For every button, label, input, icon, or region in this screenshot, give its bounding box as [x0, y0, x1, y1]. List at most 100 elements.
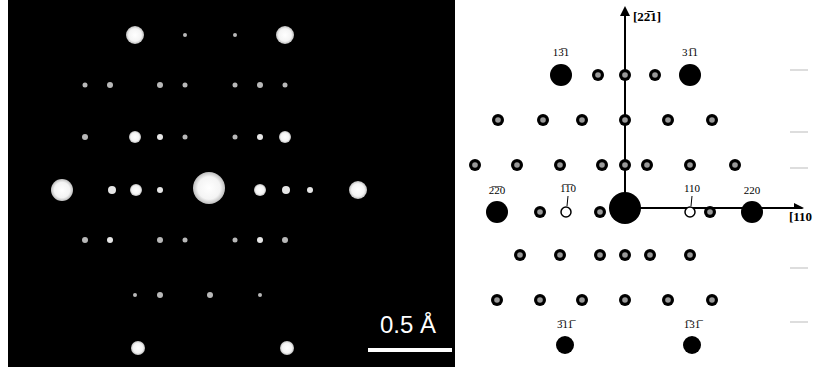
diffraction-spot	[279, 131, 291, 143]
diffraction-spot	[82, 134, 88, 140]
superlattice-spot	[706, 294, 718, 306]
spot-index: 220	[743, 184, 762, 197]
superlattice-spot	[554, 249, 566, 261]
superlattice-spot	[594, 206, 606, 218]
diffraction-spot	[193, 172, 225, 204]
diffraction-spot	[283, 83, 288, 88]
diffraction-spot	[131, 341, 145, 355]
leader-line	[567, 196, 568, 206]
superlattice-spot	[706, 114, 718, 126]
diffraction-spot	[183, 83, 188, 88]
superlattice-spot	[704, 206, 716, 218]
spot-index: 2̅2̅0	[488, 184, 507, 197]
diffraction-spot	[83, 83, 88, 88]
superlattice-spot-core	[494, 297, 500, 303]
superlattice-spot-core	[665, 297, 671, 303]
axis-arrow	[624, 8, 626, 208]
fundamental-spot	[556, 336, 574, 354]
superlattice-spot-core	[599, 162, 605, 168]
diffraction-spot	[233, 83, 238, 88]
diffraction-spot	[207, 292, 213, 298]
superlattice-spot-core	[514, 162, 520, 168]
superlattice-spot-core	[595, 72, 601, 78]
diffraction-spot	[257, 237, 263, 243]
superlattice-spot	[619, 249, 631, 261]
axis-label: [110	[788, 209, 813, 224]
spot-index: 13̅1	[552, 46, 571, 59]
superlattice-spot-core	[622, 252, 628, 258]
spot-index: 3̅11̅	[556, 318, 574, 331]
superlattice-spot	[649, 69, 661, 81]
superlattice-spot	[619, 69, 631, 81]
superlattice-spot	[469, 159, 481, 171]
diffraction-spot	[183, 238, 188, 243]
fundamental-spot	[679, 64, 701, 86]
superlattice-spot-core	[709, 117, 715, 123]
scheme-spots	[469, 64, 763, 354]
fundamental-spot	[741, 201, 763, 223]
superlattice-spot	[619, 159, 631, 171]
diffraction-spot	[349, 181, 367, 199]
diffraction-spot	[126, 26, 144, 44]
diffraction-spot	[258, 293, 262, 297]
fundamental-spot	[486, 201, 508, 223]
diffraction-spot	[51, 179, 73, 201]
superlattice-spot	[537, 114, 549, 126]
diffraction-spot	[157, 82, 163, 88]
superlattice-spot-core	[647, 252, 653, 258]
diffraction-spot	[129, 131, 141, 143]
superlattice-spot-core	[622, 162, 628, 168]
superlattice-spot	[662, 294, 674, 306]
superlattice-spot	[514, 249, 526, 261]
fundamental-spot	[550, 64, 572, 86]
diffraction-spot	[282, 237, 288, 243]
superlattice-spot-core	[557, 162, 563, 168]
superlattice-spot-core	[732, 162, 738, 168]
superlattice-spot	[662, 114, 674, 126]
superlattice-spot-core	[579, 297, 585, 303]
diffraction-spot	[82, 237, 88, 243]
diffraction-spot	[157, 134, 163, 140]
diffraction-spot	[107, 237, 113, 243]
scale-bar	[368, 348, 452, 352]
diffraction-spot	[280, 341, 294, 355]
photo-ground	[8, 0, 455, 367]
superlattice-spot-core	[709, 297, 715, 303]
superlattice-spot	[554, 159, 566, 171]
superlattice-spot-core	[579, 117, 585, 123]
scale-label: 0.5 Å	[380, 313, 436, 337]
diffraction-spot	[157, 187, 163, 193]
superlattice-spot	[594, 249, 606, 261]
superlattice-spot	[644, 249, 656, 261]
spot-index: 1̅31̅	[683, 318, 702, 331]
spot-index: 110	[683, 182, 701, 195]
superlattice-spot-core	[644, 162, 650, 168]
superlattice-spot-core	[707, 209, 713, 215]
forbidden-spot	[561, 207, 571, 217]
fundamental-spot	[609, 192, 641, 224]
superlattice-spot-core	[652, 72, 658, 78]
superlattice-spot	[592, 69, 604, 81]
diffraction-spot	[108, 186, 116, 194]
superlattice-spot	[491, 294, 503, 306]
superlattice-spot-core	[622, 117, 628, 123]
spot-index: 1̅1̅0	[559, 182, 577, 195]
edge-ticks	[790, 70, 808, 322]
superlattice-spot	[492, 114, 504, 126]
superlattice-spot	[534, 294, 546, 306]
superlattice-spot	[729, 159, 741, 171]
diffraction-spot	[133, 293, 137, 297]
superlattice-spot	[511, 159, 523, 171]
superlattice-spot	[684, 249, 696, 261]
diffraction-spot	[307, 187, 313, 193]
diffraction-spot	[130, 184, 142, 196]
superlattice-spot-core	[537, 209, 543, 215]
superlattice-spot-core	[557, 252, 563, 258]
superlattice-spot-core	[537, 297, 543, 303]
superlattice-spot	[641, 159, 653, 171]
superlattice-spot	[619, 114, 631, 126]
diffraction-spot	[157, 237, 163, 243]
diffraction-spot	[257, 134, 263, 140]
fundamental-spot	[683, 336, 701, 354]
